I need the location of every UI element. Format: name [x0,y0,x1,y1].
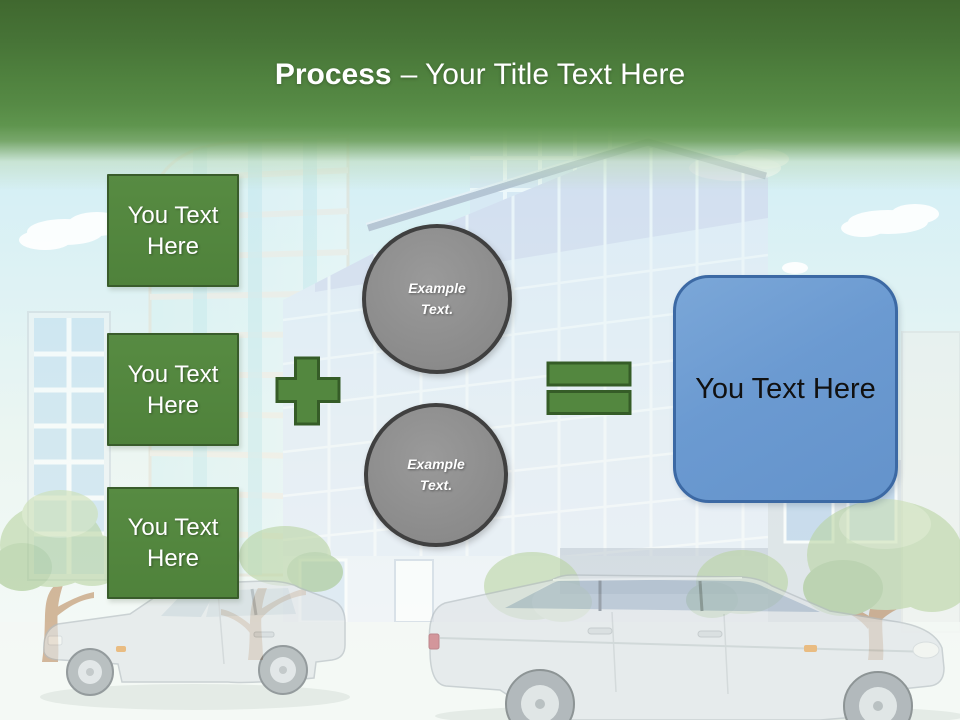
process-box-1[interactable]: You Text Here [107,174,239,287]
process-box-3-label: You Text Here [127,514,219,572]
title-rest: – Your Title Text Here [400,58,686,91]
title-keyword: Process [274,58,392,91]
process-box-2[interactable]: You Text Here [107,333,239,446]
example-circle-1-label: Example Text. [408,280,466,317]
process-box-3[interactable]: You Text Here [107,487,239,599]
plus-sign-shape[interactable] [274,355,342,427]
example-circle-2-label: Example Text. [407,456,465,493]
process-box-2-label: You Text Here [127,360,219,419]
slide-title[interactable]: Process– Your Title Text Here [0,56,960,94]
result-box[interactable]: You Text Here [673,275,898,503]
sedan-car [428,574,960,720]
hatchback-car [40,580,350,710]
example-circle-1[interactable]: Example Text. [362,224,512,374]
equals-sign-shape[interactable] [544,358,634,420]
process-box-1-label: You Text Here [127,201,219,260]
result-box-label: You Text Here [695,372,876,405]
header-band [0,0,960,190]
example-circle-2[interactable]: Example Text. [364,403,508,547]
